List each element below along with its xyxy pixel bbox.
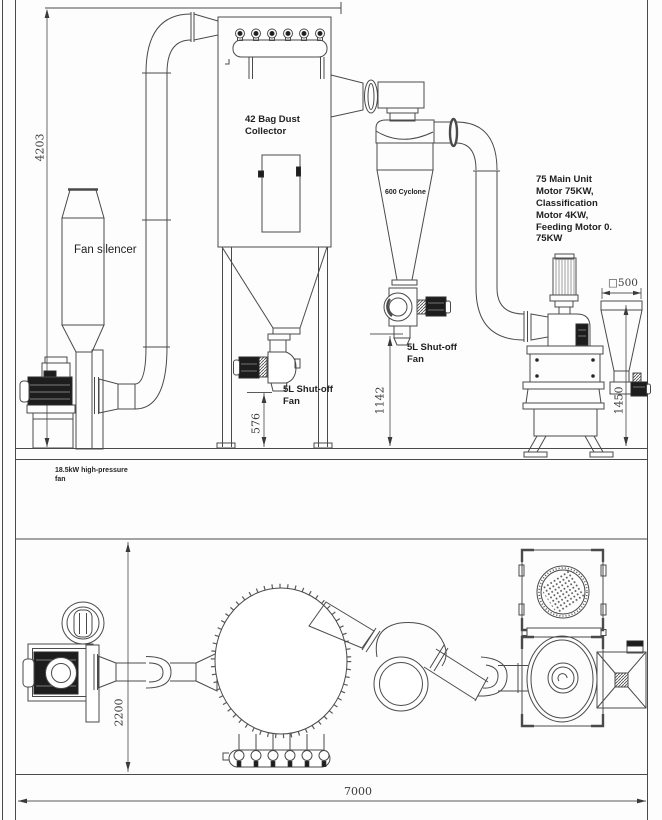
plan-mill: [518, 548, 607, 728]
plan-fan: [22, 601, 218, 723]
label-cyclone-shutoff-fan: 5L Shut-off Fan: [407, 342, 457, 365]
dim-1450-line: [623, 305, 629, 446]
duct-fan-to-collector: [134, 12, 219, 410]
dim-2200-line: [125, 542, 131, 772]
label-high-pressure-fan: 18.5kW high-pressure fan: [55, 467, 128, 483]
dim-1450: 1450: [612, 386, 626, 415]
feed-hopper: [600, 288, 651, 397]
sheet-frame: [2, 0, 648, 820]
classifier-motor: [549, 253, 579, 315]
ground-line: [16, 448, 648, 460]
collector-access-door: [258, 154, 301, 233]
dim-7000-line: [18, 798, 646, 804]
dim-1142: 1142: [373, 386, 387, 415]
label-bag-dust-collector: 42 Bag Dust Collector: [245, 114, 300, 137]
label-cyclone: 600 Cyclone: [385, 189, 426, 196]
bag-dust-collector: [216, 16, 333, 449]
main-mill-unit: [522, 253, 614, 458]
label-main-unit-note: 75 Main Unit Motor 75KW, Classification …: [536, 174, 612, 245]
pulse-valves: [235, 28, 325, 41]
dim-1142-line: [370, 333, 403, 446]
dim-576-line: [247, 392, 272, 447]
duct-cyclone-to-mill: [434, 117, 549, 342]
plan-duct-collector-cyclone: [308, 601, 381, 653]
dim-576: 576: [249, 413, 263, 434]
collector-rotary-valve: [233, 333, 301, 392]
plan-pulse-manifold: [222, 734, 331, 768]
plan-view-frame: [16, 538, 648, 775]
label-collector-shutoff-fan: 5L Shut-off Fan: [283, 384, 333, 407]
dim-500: □500: [608, 277, 638, 289]
cyclone-assembly: [330, 74, 435, 286]
plan-hopper: [596, 640, 647, 709]
cyclone-rotary-valve: [383, 287, 451, 346]
dim-2200: 2200: [112, 698, 126, 727]
fan-silencer: [61, 188, 105, 450]
dim-4203: 4203: [33, 133, 47, 162]
label-fan-silencer: Fan silencer: [74, 244, 137, 256]
plan-cyclone: [373, 621, 508, 712]
high-pressure-fan: [19, 349, 136, 450]
plan-collector: [210, 583, 352, 768]
dim-7000: 7000: [344, 785, 372, 798]
